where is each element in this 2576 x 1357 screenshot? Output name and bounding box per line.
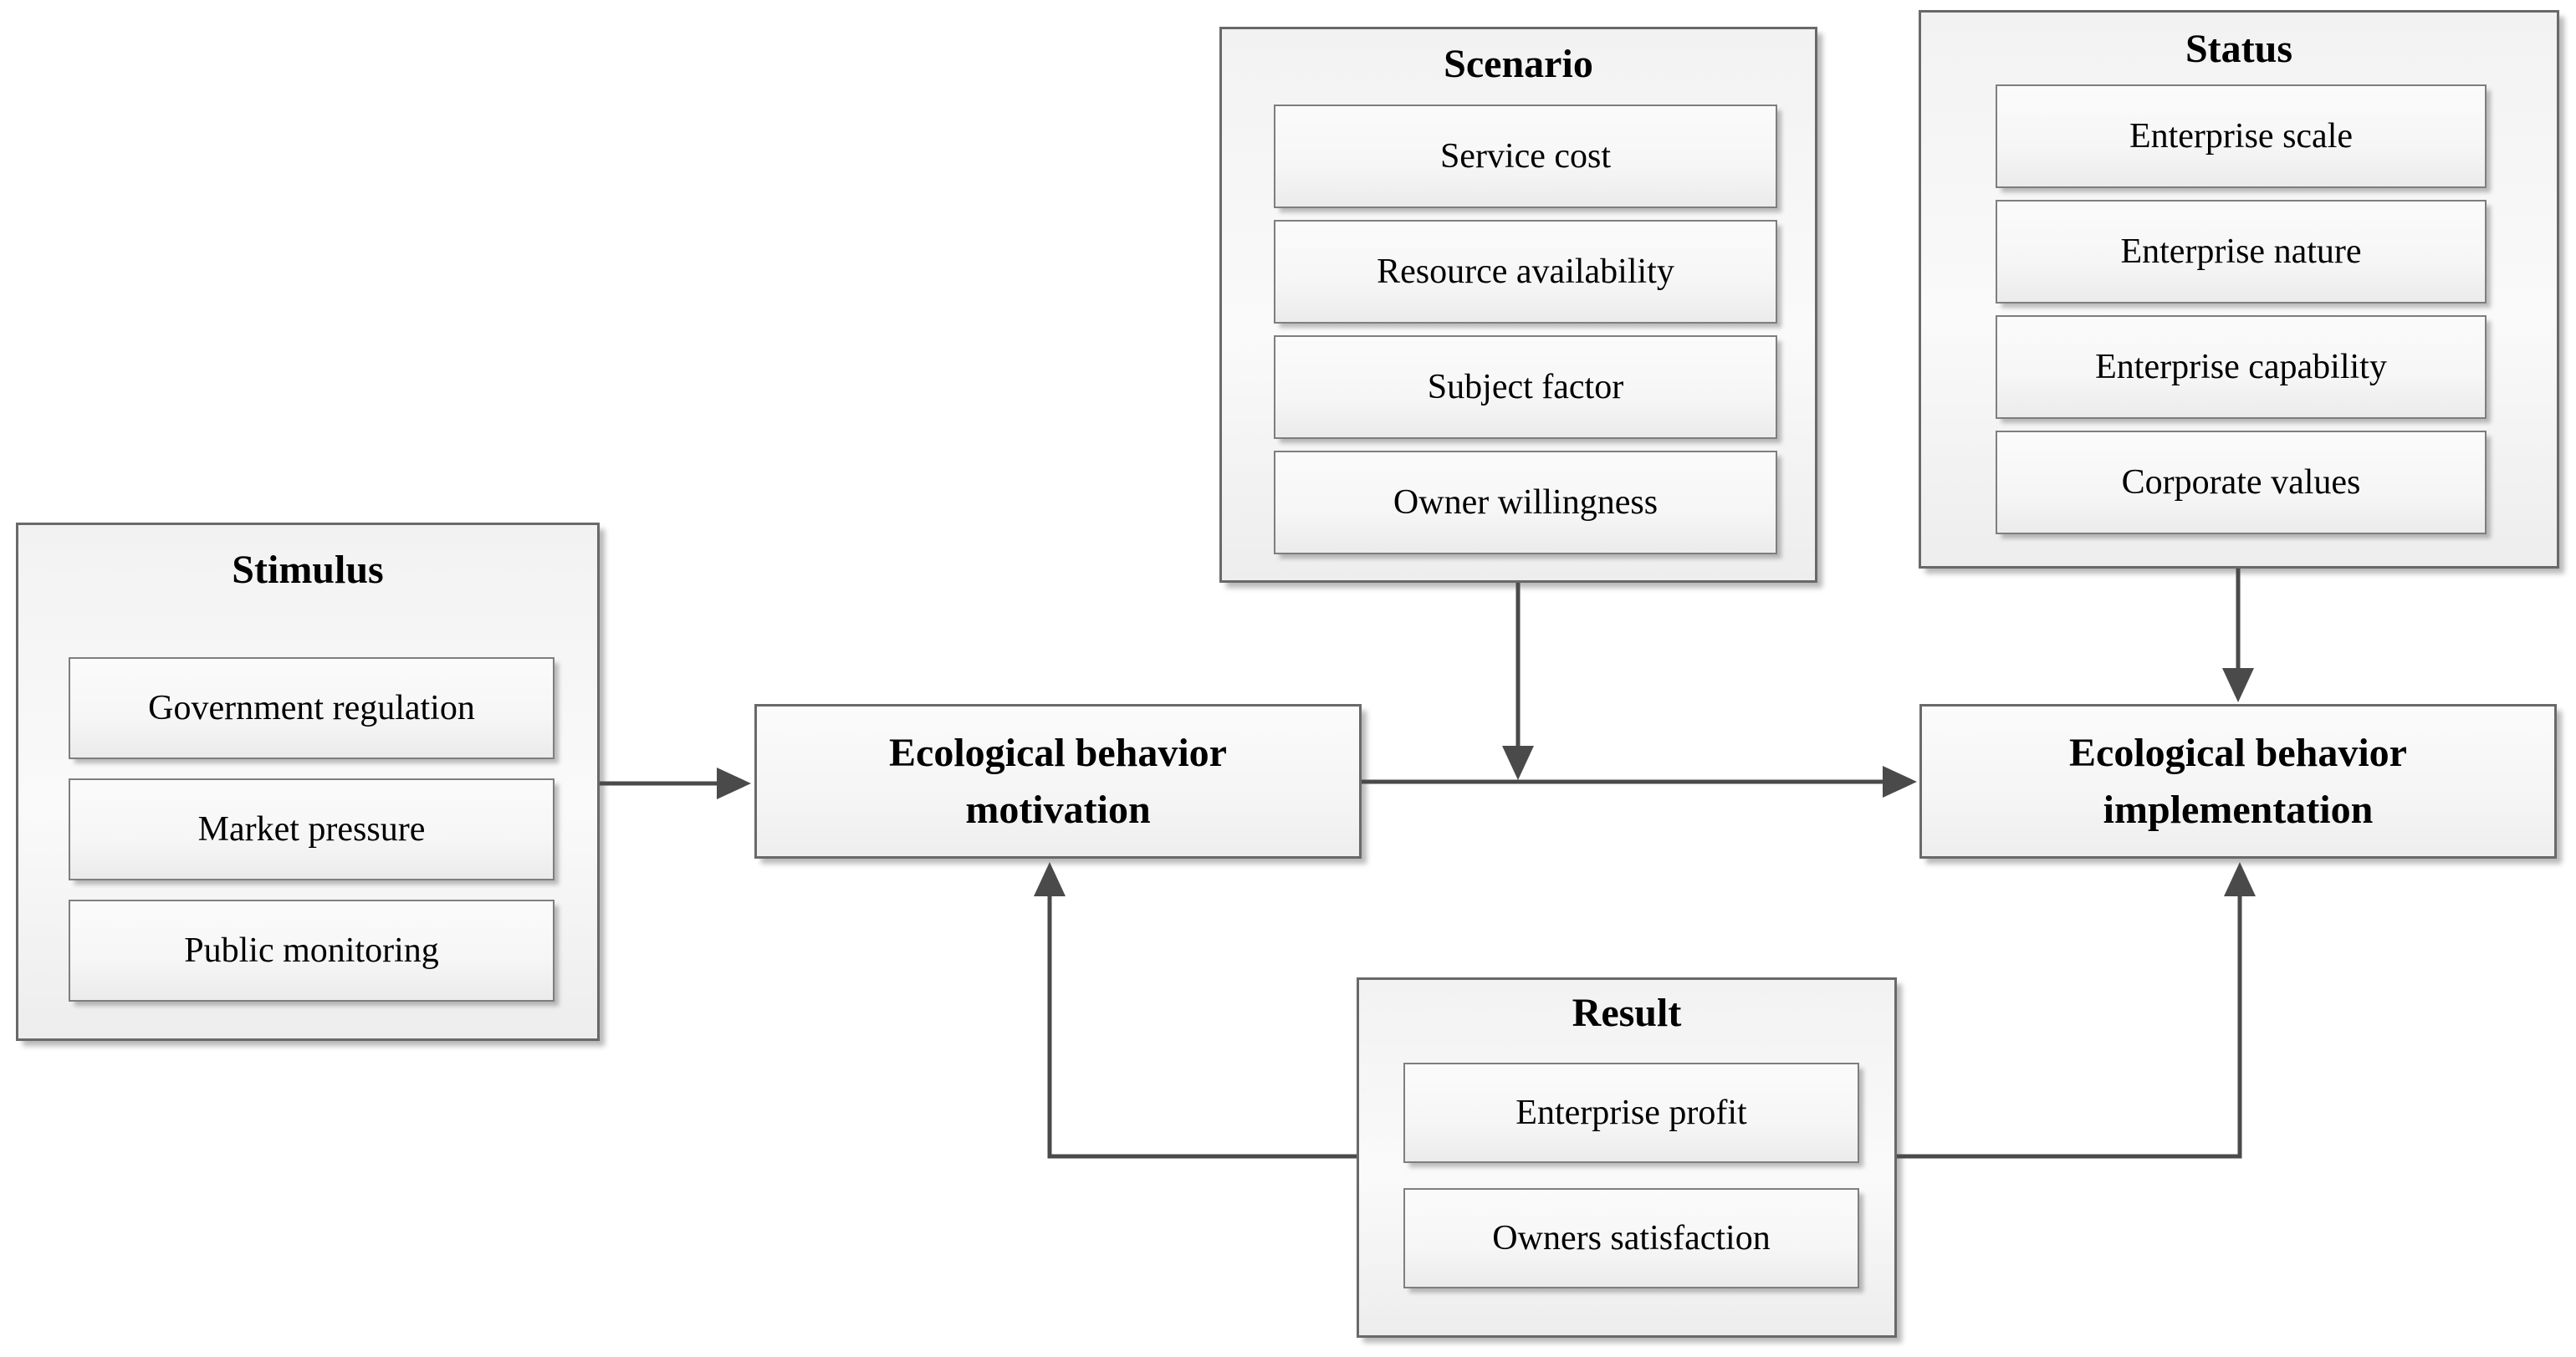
node-ecological-behavior-motivation: Ecological behavior motivation [754, 704, 1362, 859]
status-item-enterprise-capability: Enterprise capability [1996, 315, 2487, 419]
stimulus-item-government-regulation: Government regulation [69, 657, 555, 759]
arrow-result-to-motivation [1034, 862, 1357, 1159]
scenario-item-owner-willingness: Owner willingness [1274, 451, 1777, 554]
result-item-owners-satisfaction: Owners satisfaction [1403, 1188, 1859, 1288]
arrow-stimulus-to-motivation [600, 768, 751, 799]
node-ecological-behavior-implementation: Ecological behavior implementation [1919, 704, 2557, 859]
group-scenario-title: Scenario [1444, 42, 1593, 86]
arrow-scenario-down [1502, 583, 1534, 780]
group-stimulus-title: Stimulus [232, 548, 384, 592]
group-scenario: Scenario Service cost Resource availabil… [1219, 27, 1817, 583]
status-item-corporate-values: Corporate values [1996, 431, 2487, 534]
group-status-title: Status [2185, 27, 2293, 71]
arrow-result-to-implementation [1897, 862, 2256, 1159]
stimulus-item-market-pressure: Market pressure [69, 778, 555, 880]
group-stimulus: Stimulus Government regulation Market pr… [16, 523, 600, 1041]
status-item-enterprise-nature: Enterprise nature [1996, 200, 2487, 304]
arrow-motivation-to-implementation [1362, 766, 1917, 798]
stimulus-item-public-monitoring: Public monitoring [69, 900, 555, 1002]
result-item-enterprise-profit: Enterprise profit [1403, 1063, 1859, 1163]
scenario-item-resource-availability: Resource availability [1274, 220, 1777, 324]
scenario-item-service-cost: Service cost [1274, 105, 1777, 208]
status-item-enterprise-scale: Enterprise scale [1996, 84, 2487, 188]
group-result: Result Enterprise profit Owners satisfac… [1357, 977, 1897, 1338]
group-status: Status Enterprise scale Enterprise natur… [1919, 10, 2559, 569]
scenario-item-subject-factor: Subject factor [1274, 335, 1777, 439]
group-result-title: Result [1572, 991, 1682, 1035]
arrow-status-to-implementation [2222, 569, 2254, 702]
